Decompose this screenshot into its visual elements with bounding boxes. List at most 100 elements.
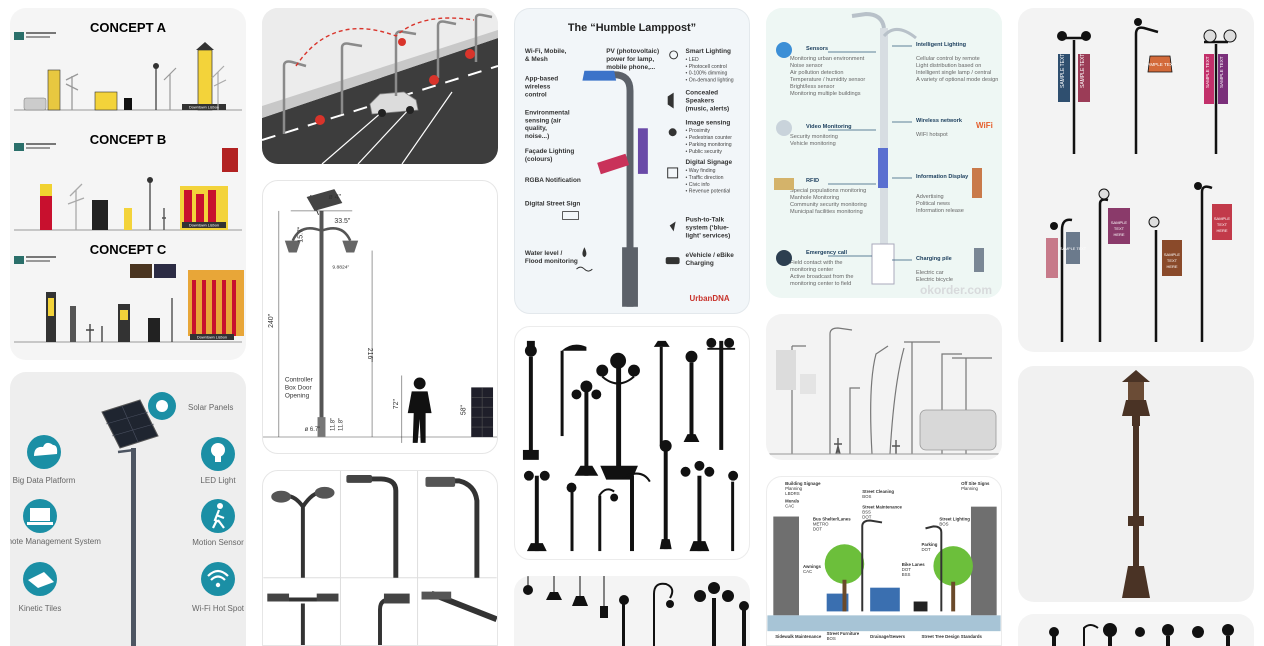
svg-text:DOT: DOT — [813, 526, 822, 531]
svg-text:Manhole Monitoring: Manhole Monitoring — [790, 195, 839, 201]
svg-text:TEXT: TEXT — [1114, 226, 1125, 231]
pin-lamp-silhouettes[interactable] — [514, 326, 750, 560]
solar-lamp-icon — [582, 70, 617, 81]
svg-text:SAMPLE: SAMPLE — [1164, 252, 1181, 257]
svg-text:Security monitoring: Security monitoring — [790, 134, 838, 140]
svg-text:Digital Signage: Digital Signage — [686, 159, 733, 166]
svg-text:Sidewalk Maintenance: Sidewalk Maintenance — [775, 634, 822, 639]
svg-text:Façade Lighting: Façade Lighting — [525, 148, 574, 155]
lamp-head-icon — [267, 593, 290, 602]
push-to-talk-icon — [669, 221, 676, 232]
svg-text:& Mesh: & Mesh — [525, 56, 548, 63]
pin-humble-lamppost[interactable]: The “Humble Lamppost” Wi-Fi, Mobile, & M… — [514, 8, 750, 314]
svg-text:Charging pile: Charging pile — [916, 256, 952, 262]
luminaires-image — [263, 471, 497, 645]
pin-pole-dimensions[interactable]: ø 4" 33.5" 15.7" 9.8824" 240" 216" Contr… — [262, 180, 498, 454]
svg-text:METRO: METRO — [813, 521, 829, 526]
pole-dimensions-image: ø 4" 33.5" 15.7" 9.8824" 240" 216" Contr… — [263, 189, 497, 443]
svg-text:system (‘blue-: system (‘blue- — [686, 224, 729, 231]
display-icon — [972, 168, 982, 198]
svg-text:Intelligent Lighting: Intelligent Lighting — [916, 42, 967, 48]
svg-text:11.8": 11.8" — [338, 418, 344, 431]
svg-text:Emergency call: Emergency call — [806, 250, 847, 256]
svg-text:(music, alerts): (music, alerts) — [686, 105, 730, 112]
charger-icon — [974, 248, 984, 272]
svg-text:• Traffic direction: • Traffic direction — [686, 175, 724, 181]
ev-icon — [665, 257, 680, 265]
svg-text:Concealed: Concealed — [686, 90, 719, 97]
svg-text:Community security monitoring: Community security monitoring — [790, 202, 867, 208]
remote-management-feature: Remote Management System — [10, 499, 101, 546]
pin-pendant-lamps[interactable] — [514, 576, 750, 646]
pin-bronze-lamp[interactable] — [1018, 366, 1254, 602]
bulb-icon — [211, 443, 225, 457]
svg-text:SAMPLE TEXT: SAMPLE TEXT — [1060, 54, 1066, 88]
pin-smart-pole-infographic[interactable]: Sensors Monitoring urban environment Noi… — [766, 8, 1002, 298]
svg-text:Big Data Platform: Big Data Platform — [13, 476, 76, 485]
svg-text:Street Cleaning: Street Cleaning — [862, 489, 894, 494]
pin-luminaires-grid[interactable] — [262, 470, 498, 646]
lamp-head-icon — [284, 240, 301, 253]
pin-concepts[interactable]: CONCEPT A Downtown Lisbon CONCEPT B — [10, 8, 246, 360]
svg-text:DOT: DOT — [862, 515, 871, 520]
svg-text:72": 72" — [393, 398, 400, 409]
svg-text:Electric bicycle: Electric bicycle — [916, 277, 953, 283]
pin-street-section[interactable]: Building Signage Planning LBDRS Murals C… — [766, 476, 1002, 646]
street-sign-icon — [597, 153, 630, 175]
svg-text:• LED: • LED — [686, 57, 700, 63]
pin-lantern-silhouettes[interactable] — [1018, 614, 1254, 646]
svg-text:216": 216" — [366, 348, 373, 363]
lamp-head-icon — [346, 474, 373, 483]
svg-text:sensing (air: sensing (air — [525, 117, 562, 124]
concepts-image: CONCEPT A Downtown Lisbon CONCEPT B — [14, 20, 244, 343]
pin-connected-road[interactable] — [262, 8, 498, 164]
svg-text:• Public security: • Public security — [686, 149, 723, 155]
lamp-head-icon — [383, 593, 410, 604]
svg-text:A variety of optional mode des: A variety of optional mode design — [916, 77, 998, 83]
tram-icon — [919, 409, 997, 451]
pin-sketch-poles[interactable] — [766, 314, 1002, 460]
svg-text:Special populations monitoring: Special populations monitoring — [790, 188, 866, 194]
svg-text:LBDRS: LBDRS — [785, 491, 800, 496]
tree-icon — [824, 544, 865, 584]
logo-icon — [14, 256, 24, 264]
svg-text:9.8824": 9.8824" — [332, 264, 349, 270]
solar-panels-feature: Solar Panels — [148, 392, 233, 420]
svg-text:• Photocell control: • Photocell control — [686, 64, 727, 70]
svg-text:• Proximity: • Proximity — [686, 128, 711, 134]
camera-icon — [668, 128, 677, 137]
svg-text:Monitoring multiple buildings: Monitoring multiple buildings — [790, 91, 861, 97]
kinetic-tiles-feature: Kinetic Tiles — [19, 562, 61, 613]
svg-text:Bright/less sensor: Bright/less sensor — [790, 84, 835, 90]
svg-text:SAMPLE TEXT: SAMPLE TEXT — [1219, 56, 1224, 88]
svg-text:Parking: Parking — [922, 542, 938, 547]
banner-sign: SAMPLE TEXT SAMPLE TEXT — [1204, 54, 1228, 104]
lamp-head-icon — [314, 486, 335, 499]
person-silhouette-icon — [407, 377, 432, 443]
svg-text:Street Lighting: Street Lighting — [939, 516, 970, 521]
svg-text:BOS: BOS — [862, 494, 871, 499]
pin-banner-poles[interactable]: SAMPLE TEXT SAMPLE TEXT SAMPLE TEXT SAMP… — [1018, 8, 1254, 352]
bulb-icon — [669, 50, 679, 60]
car-icon — [369, 91, 419, 117]
svg-text:SAMPLE TEXT: SAMPLE TEXT — [1060, 247, 1087, 251]
svg-text:DOT: DOT — [902, 567, 911, 572]
svg-text:Bus Shelter/Lanes: Bus Shelter/Lanes — [813, 516, 851, 521]
banner-poles-image: SAMPLE TEXT SAMPLE TEXT SAMPLE TEXT SAMP… — [1046, 18, 1237, 342]
svg-text:RFID: RFID — [806, 178, 819, 184]
svg-text:Building Signage: Building Signage — [785, 481, 821, 486]
led-light-feature: LED Light — [200, 437, 236, 485]
urbandna-logo: UrbanDNA — [690, 294, 730, 303]
display-screen-icon — [878, 148, 888, 188]
wifi-logo: WiFi — [976, 121, 993, 130]
big-data-feature: Big Data Platform — [13, 435, 76, 485]
svg-text:Street Tree Design Standards: Street Tree Design Standards — [922, 634, 983, 639]
svg-text:Drainage/Sewers: Drainage/Sewers — [870, 634, 905, 639]
svg-text:Charging: Charging — [686, 260, 714, 267]
sign-icon — [562, 211, 579, 220]
lamp-head-icon — [271, 490, 292, 503]
lamp-head-icon — [425, 476, 456, 487]
concept-c-title: CONCEPT C — [90, 242, 167, 257]
svg-text:Opening: Opening — [285, 392, 310, 399]
pin-solar-smart-pole[interactable]: Solar Panels Big Data Platform LED Light… — [10, 372, 246, 646]
